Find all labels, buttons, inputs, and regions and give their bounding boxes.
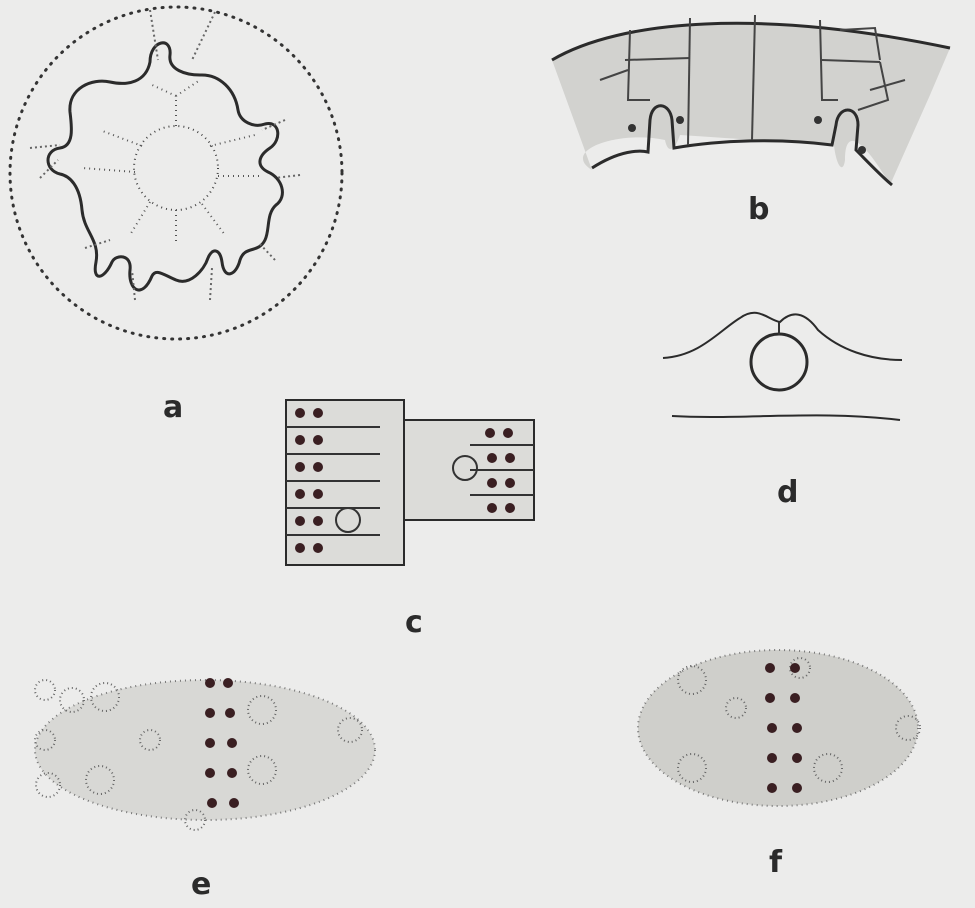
panel-c-drawing — [286, 400, 534, 565]
panel-label-f: f — [769, 848, 782, 878]
panel-d-drawing — [663, 313, 902, 420]
panel-label-d: d — [777, 478, 798, 508]
panel-label-b: b — [748, 195, 769, 225]
panel-b-drawing — [552, 15, 950, 185]
panel-a-drawing — [10, 7, 342, 339]
panel-e-drawing — [35, 678, 375, 830]
panel-f-drawing — [638, 650, 920, 806]
panel-label-e: e — [191, 870, 211, 900]
panel-label-a: a — [163, 393, 183, 423]
panel-label-c: c — [405, 608, 423, 638]
